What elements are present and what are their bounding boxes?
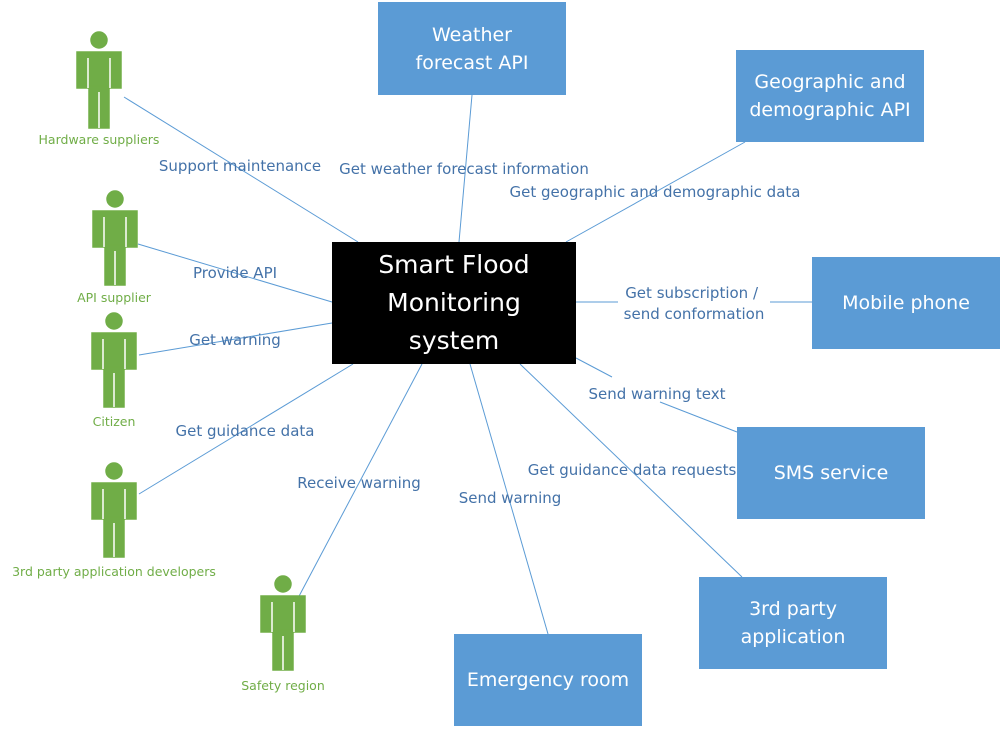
connector-label-api: Provide API (193, 264, 277, 282)
person-icon (91, 312, 137, 408)
system-geographic-demographic-api[interactable]: Geographic and demographic API (736, 50, 924, 142)
person-icon (92, 190, 138, 286)
person-icon (76, 31, 122, 129)
actor-label-api: API supplier (77, 290, 152, 305)
system-label-emergency: Emergency room (466, 669, 630, 691)
connector-sms-b (659, 401, 738, 433)
connector-devs (138, 363, 354, 495)
connector-label-devs: Get guidance data (176, 422, 315, 440)
actor-label-hardware: Hardware suppliers (39, 132, 160, 147)
connector-sms-a (575, 357, 613, 378)
connector-label-hardware: Support maintenance (159, 157, 321, 175)
actor-label-safety: Safety region (241, 678, 325, 693)
central-system-title: Smart Flood Monitoring system (378, 250, 530, 355)
system-label-mobile: Mobile phone (842, 292, 970, 314)
system-label-weather: Weather forecast API (415, 23, 529, 74)
connector-weather (458, 94, 473, 243)
actor-hardware[interactable] (76, 31, 122, 129)
actor-devs[interactable] (91, 462, 137, 558)
connector-safety (296, 363, 423, 601)
connector-label-mobile-text-line2: send conformation (624, 305, 765, 323)
connector-label-mobile: Get subscription / send conformation (624, 284, 765, 323)
system-third-party-application[interactable]: 3rd party application (699, 577, 887, 669)
connector-label-geo: Get geographic and demographic data (510, 183, 801, 201)
connector-emergency (469, 363, 549, 635)
connector-label-mobile-text: Get subscription / (625, 284, 759, 302)
person-icon (91, 462, 137, 558)
system-label-third-app: 3rd party application (740, 598, 846, 648)
system-label-sms: SMS service (773, 462, 889, 484)
system-weather-forecast-api[interactable]: Weather forecast API (378, 2, 566, 95)
connector-citizen (138, 322, 333, 356)
connector-api (137, 243, 333, 303)
connector-label-safety: Receive warning (297, 474, 421, 492)
connector-hardware (123, 96, 359, 243)
actor-label-citizen: Citizen (93, 414, 136, 429)
actor-api[interactable] (92, 190, 138, 286)
system-sms-service[interactable]: SMS service (737, 427, 925, 519)
connector-third-app (519, 363, 743, 578)
connector-label-third-app: Get guidance data requests (528, 461, 737, 479)
connector-lines (123, 94, 812, 635)
system-label-geo: Geographic and demographic API (749, 71, 911, 121)
connector-label-citizen: Get warning (189, 331, 281, 349)
system-mobile-phone[interactable]: Mobile phone (812, 257, 1000, 349)
connector-geo (565, 141, 746, 243)
actor-label-devs: 3rd party application developers (12, 564, 216, 579)
actor-safety[interactable] (260, 575, 306, 671)
connector-labels: Get weather forecast information Get geo… (159, 157, 801, 507)
person-icon (260, 575, 306, 671)
connector-label-sms: Send warning text (589, 385, 726, 403)
connector-label-emergency: Send warning (459, 489, 562, 507)
system-emergency-room[interactable]: Emergency room (454, 634, 642, 726)
central-system-box[interactable]: Smart Flood Monitoring system (332, 242, 576, 364)
actor-citizen[interactable] (91, 312, 137, 408)
connector-label-weather: Get weather forecast information (339, 160, 589, 178)
